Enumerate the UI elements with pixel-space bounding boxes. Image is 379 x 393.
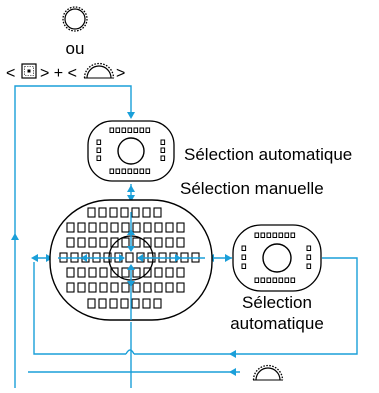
af-point-selection-button-icon [21, 63, 37, 79]
upper-auto-selection-label: Sélection automatique [184, 145, 352, 164]
manual-frame-cross-arrows [58, 212, 205, 320]
right-auto-selection-label-line2: automatique [230, 314, 324, 333]
plus-label: > + < [40, 65, 77, 82]
main-dial-icon-button [83, 62, 115, 79]
right-auto-af-frame [232, 224, 322, 292]
open-angle-label: < [6, 65, 15, 82]
main-dial-icon [62, 6, 88, 32]
manual-selection-label: Sélection manuelle [180, 179, 324, 198]
right-auto-selection-label-line1: Sélection [242, 293, 312, 312]
upper-auto-af-frame [87, 120, 175, 182]
manual-af-frame [49, 199, 213, 321]
main-dial-icon-bottom [252, 364, 284, 381]
or-label: ou [66, 39, 85, 58]
close-angle-label: > [116, 65, 125, 82]
